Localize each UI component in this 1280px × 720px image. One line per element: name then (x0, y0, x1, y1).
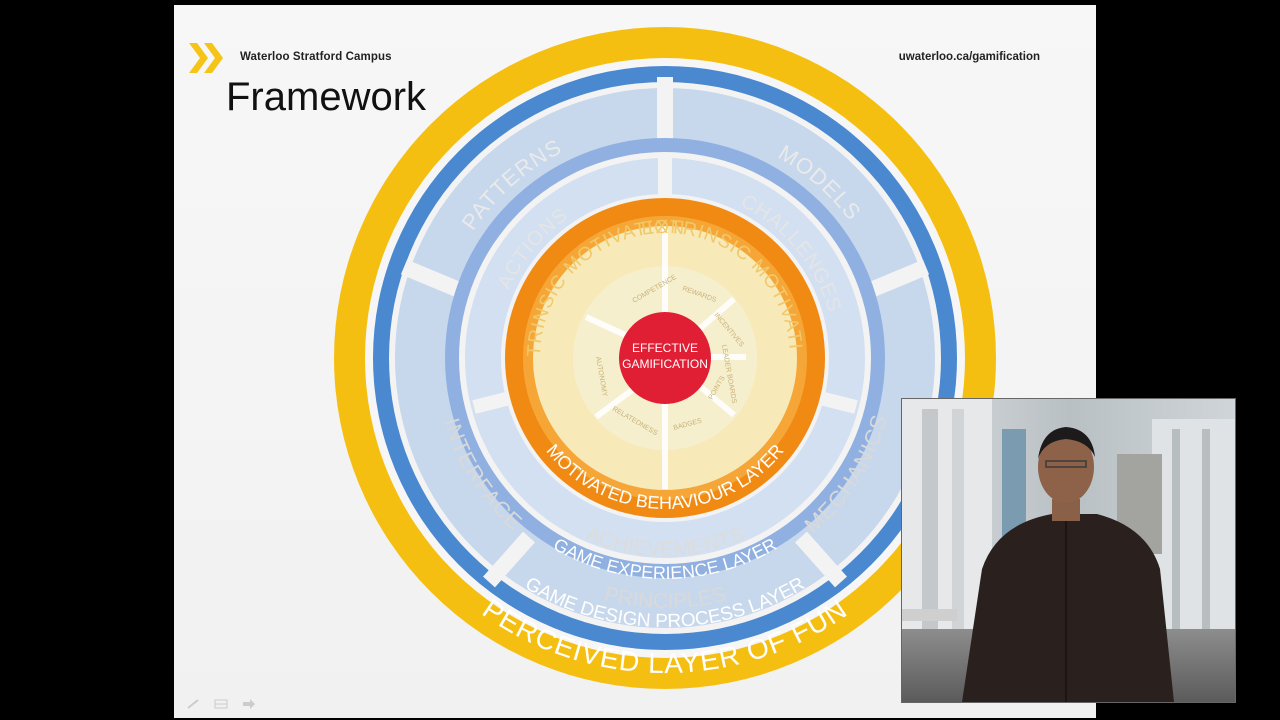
arrow-icon[interactable] (242, 696, 256, 709)
presenter-video (901, 398, 1236, 703)
center-line-2: GAMIFICATION (622, 357, 708, 371)
presenter-image (902, 399, 1235, 702)
pen-icon[interactable] (186, 696, 200, 709)
presentation-toolbar (186, 696, 256, 709)
center-line-1: EFFECTIVE (632, 341, 698, 355)
page-title: Framework (226, 75, 427, 119)
center-circle (619, 312, 711, 404)
campus-label: Waterloo Stratford Campus (240, 51, 392, 63)
slide: Waterloo Stratford Campus uwaterloo.ca/g… (174, 5, 1096, 718)
chevron-logo-icon (189, 43, 223, 73)
website-label: uwaterloo.ca/gamification (898, 51, 1040, 63)
grid-icon[interactable] (214, 696, 228, 709)
framework-diagram: EFFECTIVE GAMIFICATION PERCEIVED LAYER O… (334, 27, 996, 689)
